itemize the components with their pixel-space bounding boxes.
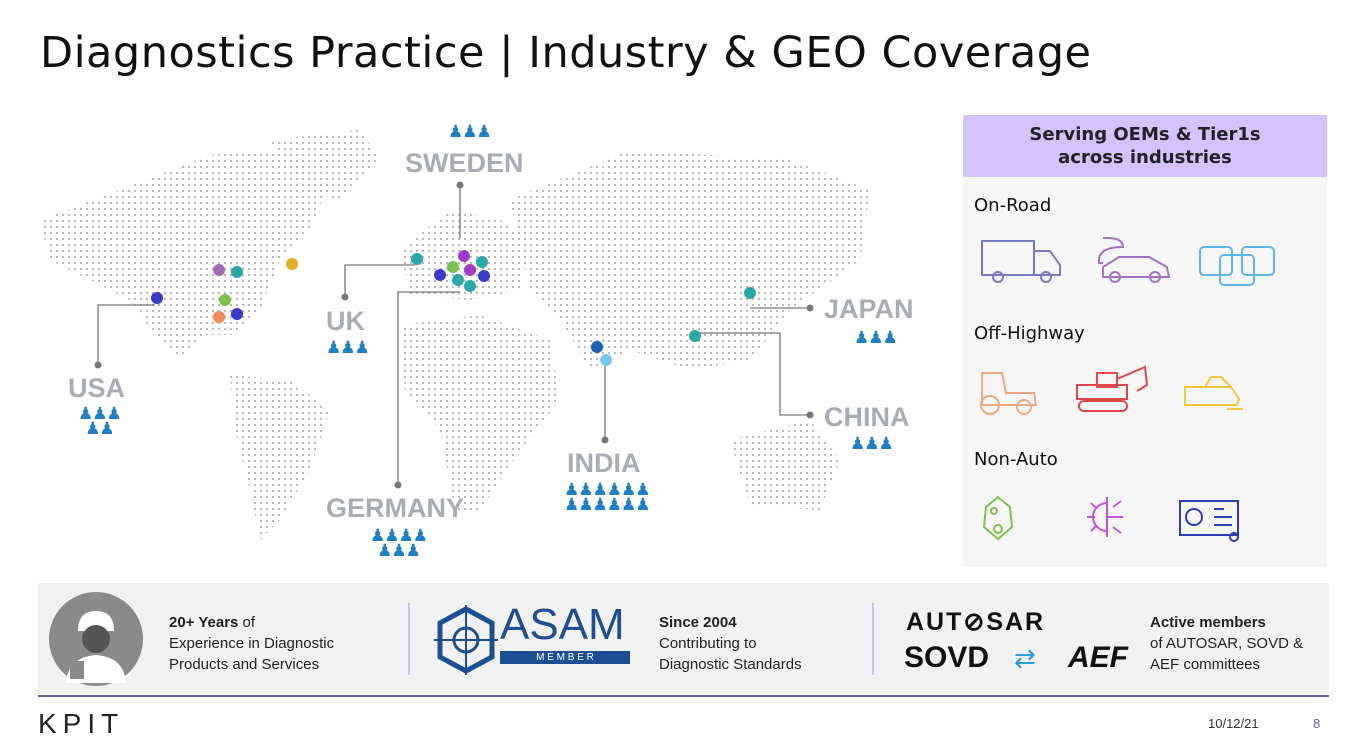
people-icon-china: ♟♟♟ [850, 434, 894, 453]
panel-heading-line1: Serving OEMs & Tier1s [1029, 124, 1261, 145]
africa [400, 315, 560, 510]
sync-arrows-icon: ⇄ [1014, 643, 1036, 673]
sovd-logo: SOVD [904, 641, 990, 674]
generator-icon [1179, 500, 1239, 542]
people-icon-india: ♟♟♟♟♟♟♟♟♟♟♟♟ [564, 480, 650, 514]
asam-logo: ASAM [500, 600, 625, 649]
page-number: 8 [1313, 716, 1321, 731]
country-label-india: INDIA [567, 448, 641, 478]
panel-heading: Serving OEMs & Tier1s across industries [963, 115, 1327, 177]
country-label-uk: UK [326, 306, 365, 336]
slide-date: 10/12/21 [1208, 716, 1259, 731]
since-bold: Since 2004 [659, 614, 737, 631]
asia [510, 150, 870, 370]
truck-icon [981, 240, 1061, 283]
since-line2: Contributing to [659, 635, 757, 652]
years-bold: 20+ Years [169, 614, 239, 631]
dotted-world-map [40, 130, 870, 540]
engineer-avatar-icon [49, 592, 143, 686]
north-america [40, 150, 330, 360]
divider [872, 603, 874, 675]
aef-logo: AEF [1068, 641, 1128, 674]
people-icon-uk: ♟♟♟ [326, 338, 370, 357]
active-members-text: Active members of AUTOSAR, SOVD & AEF co… [1150, 612, 1303, 675]
divider [408, 603, 410, 675]
category-on-road: On-Road [974, 195, 1052, 216]
world-map: USA ♟♟♟♟♟ UK ♟♟♟ SWEDEN ♟♟♟ GERMANY ♟♟♟♟… [30, 110, 940, 580]
engine-icon [982, 495, 1014, 541]
country-label-japan: JAPAN [824, 294, 914, 324]
office-markers [151, 250, 756, 366]
people-icon-sweden: ♟♟♟ [448, 122, 492, 141]
electric-car-icon [1097, 237, 1171, 283]
experience-text: 20+ Years of Experience in Diagnostic Pr… [169, 612, 334, 675]
category-non-auto: Non-Auto [974, 449, 1058, 470]
excavator-icon [1076, 365, 1149, 412]
years-line2: Experience in Diagnostic [169, 635, 335, 652]
traffic-cars-icon [1199, 246, 1275, 286]
people-icon-usa: ♟♟♟♟♟ [78, 404, 122, 438]
autosar-logo: AUT⊘SAR [906, 608, 1046, 636]
page-title: Diagnostics Practice | Industry & GEO Co… [40, 28, 1092, 78]
active-line3: AEF committees [1150, 656, 1261, 673]
category-off-highway: Off-Highway [974, 323, 1085, 344]
active-bold: Active members [1150, 614, 1266, 631]
greenland [270, 130, 380, 200]
panel-heading-line2: across industries [1058, 147, 1232, 168]
asam-member-label: M E M B E R [500, 651, 630, 664]
active-line2: of AUTOSAR, SOVD & [1150, 635, 1304, 652]
years-line3: Products and Services [169, 656, 320, 673]
south-america [230, 375, 330, 540]
people-icon-germany: ♟♟♟♟♟♟♟ [370, 526, 428, 560]
credentials-footer: 20+ Years of Experience in Diagnostic Pr… [38, 583, 1329, 694]
hvac-sun-snow-icon [1087, 497, 1123, 537]
kpit-logo: KPIT [38, 708, 125, 739]
tractor-icon [980, 372, 1038, 415]
footer-rule [38, 695, 1329, 697]
country-label-usa: USA [68, 373, 126, 403]
people-icon-japan: ♟♟♟ [854, 328, 898, 347]
years-rest: of [238, 614, 256, 631]
snowmobile-icon [1184, 376, 1243, 410]
country-label-china: CHINA [824, 402, 910, 432]
since-text: Since 2004 Contributing to Diagnostic St… [659, 612, 802, 675]
country-label-sweden: SWEDEN [405, 148, 524, 178]
asam-emblem-icon [434, 605, 498, 675]
since-line3: Diagnostic Standards [659, 656, 802, 673]
country-label-germany: GERMANY [326, 493, 465, 523]
australia [730, 420, 840, 510]
industries-panel: Serving OEMs & Tier1s across industries … [963, 115, 1327, 567]
